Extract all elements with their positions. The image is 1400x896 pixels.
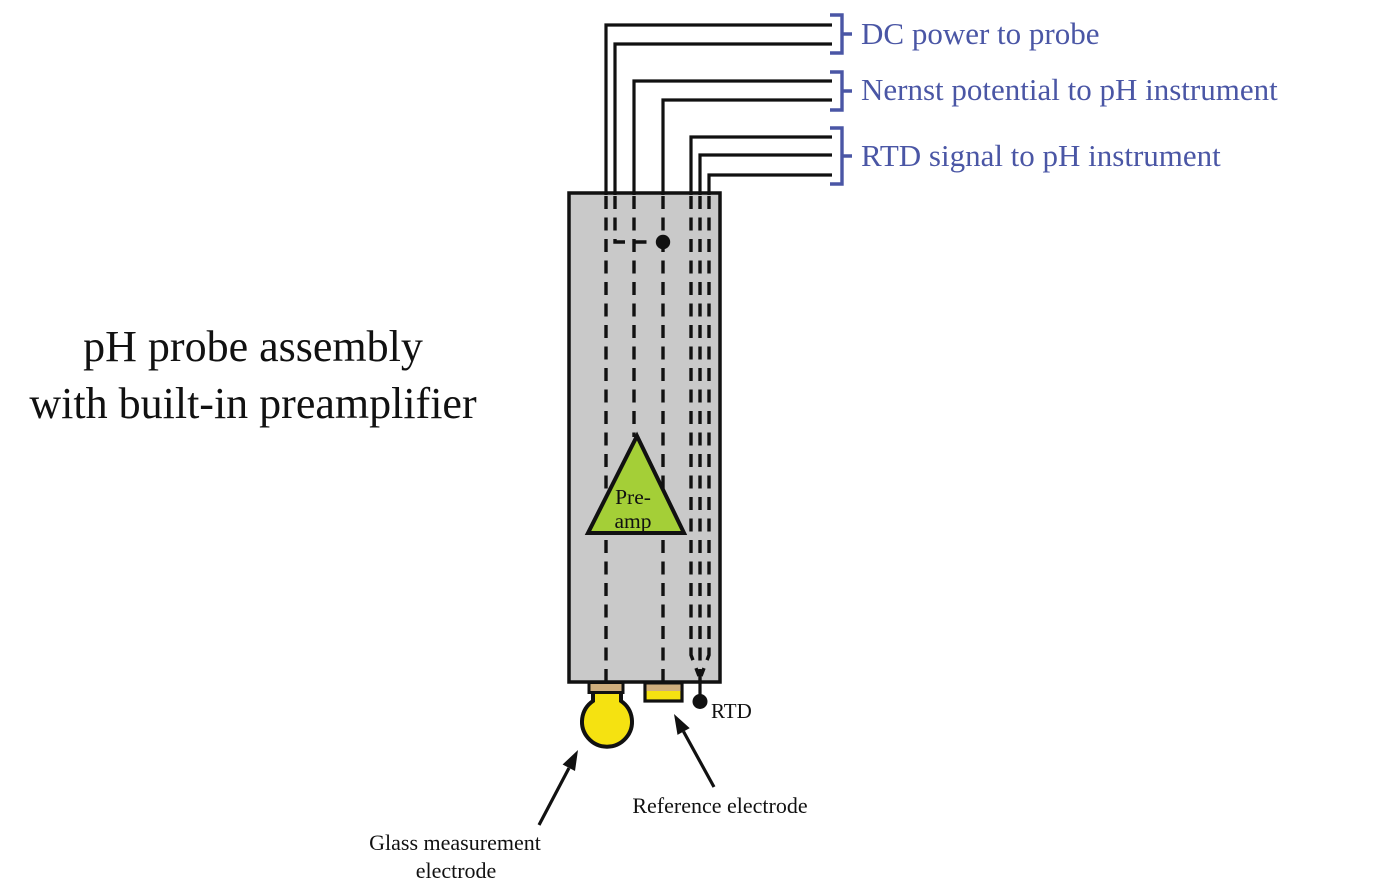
reference-electrode-arrowhead bbox=[674, 714, 690, 735]
nernst-wire-2 bbox=[661, 98, 832, 195]
nernst-potential-label: Nernst potential to pH instrument bbox=[861, 72, 1278, 107]
rtd-wire-1 bbox=[689, 135, 832, 195]
glass-electrode-arrowhead bbox=[562, 750, 578, 771]
rtd-signal-label: RTD signal to pH instrument bbox=[861, 138, 1221, 173]
glass-electrode-label-line-2: electrode bbox=[416, 858, 497, 883]
dc-power-wire-2 bbox=[613, 42, 832, 195]
rtd-wire-3 bbox=[707, 173, 832, 195]
glass-electrode-label-line-1: Glass measurement bbox=[369, 830, 541, 855]
dc-power-label: DC power to probe bbox=[861, 16, 1099, 51]
reference-electrode-label: Reference electrode bbox=[632, 793, 807, 818]
figure-title-line-2: with built-in preamplifier bbox=[29, 379, 477, 428]
preamp-label-line-1: Pre- bbox=[615, 485, 651, 509]
rtd-bracket bbox=[830, 126, 852, 186]
nernst-bracket bbox=[830, 70, 852, 112]
reference-electrode-arrow bbox=[682, 730, 716, 788]
preamp-triangle bbox=[584, 431, 688, 535]
common-junction-dot bbox=[655, 234, 671, 250]
dc-power-wire-1 bbox=[604, 23, 832, 195]
figure-title-line-1: pH probe assembly bbox=[83, 322, 423, 371]
rtd-label: RTD bbox=[711, 699, 752, 723]
glass-electrode-arrow bbox=[537, 767, 571, 826]
glass-electrode-bulb bbox=[580, 682, 634, 749]
figure-title: pH probe assembly with built-in preampli… bbox=[29, 322, 477, 428]
probe-body bbox=[567, 191, 722, 684]
glass-electrode-collar bbox=[587, 681, 625, 694]
nernst-wire-1 bbox=[632, 79, 832, 195]
reference-electrode-band bbox=[646, 684, 681, 691]
rtd-wire-2 bbox=[698, 153, 832, 195]
dc-return-conductor bbox=[613, 196, 655, 244]
preamp-label-line-2: amp bbox=[614, 509, 651, 533]
rtd-dot bbox=[692, 694, 708, 709]
rtd-conductor-1 bbox=[689, 196, 701, 677]
dc-power-bracket bbox=[830, 13, 852, 55]
rtd-conductor-3 bbox=[699, 196, 711, 677]
